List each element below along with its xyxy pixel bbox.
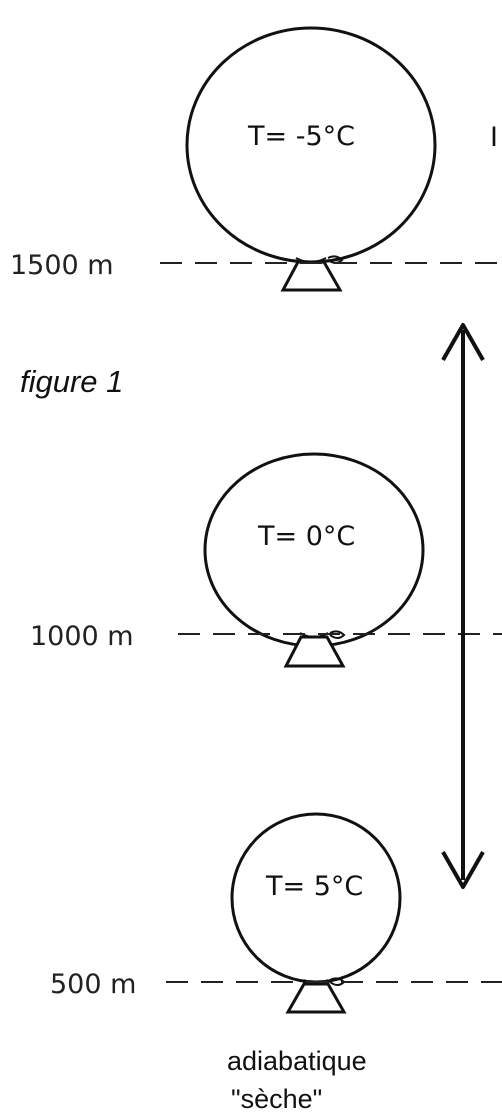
temperature-label-1500m: T= -5°C	[247, 121, 355, 152]
basket-1000m	[283, 635, 346, 668]
balloon-1500m: T= -5°C 1500 m	[10, 26, 502, 292]
balloon-tie-1500m	[327, 255, 344, 264]
caption-line-2: "sèche"	[231, 1084, 322, 1114]
double-arrow-head-bottom	[441, 851, 485, 889]
balloon-500m: T= 5°C 500 m	[50, 812, 502, 1014]
balloon-1000m: T= 0°C 1000 m	[30, 452, 502, 668]
basket-1500m	[280, 260, 343, 292]
figure-label: figure 1	[20, 364, 123, 399]
right-edge-glyph: I	[490, 122, 498, 153]
temperature-label-1000m: T= 0°C	[257, 521, 355, 552]
altitude-label-500m: 500 m	[50, 969, 136, 1000]
altitude-label-1500m: 1500 m	[10, 250, 114, 281]
basket-500m	[285, 982, 347, 1014]
balloon-tie-1000m	[329, 630, 346, 639]
altitude-label-1000m: 1000 m	[30, 621, 134, 652]
caption-line-1: adiabatique	[227, 1046, 367, 1076]
temperature-label-500m: T= 5°C	[265, 871, 363, 902]
double-arrow	[441, 323, 485, 889]
double-arrow-head-top	[441, 323, 485, 361]
